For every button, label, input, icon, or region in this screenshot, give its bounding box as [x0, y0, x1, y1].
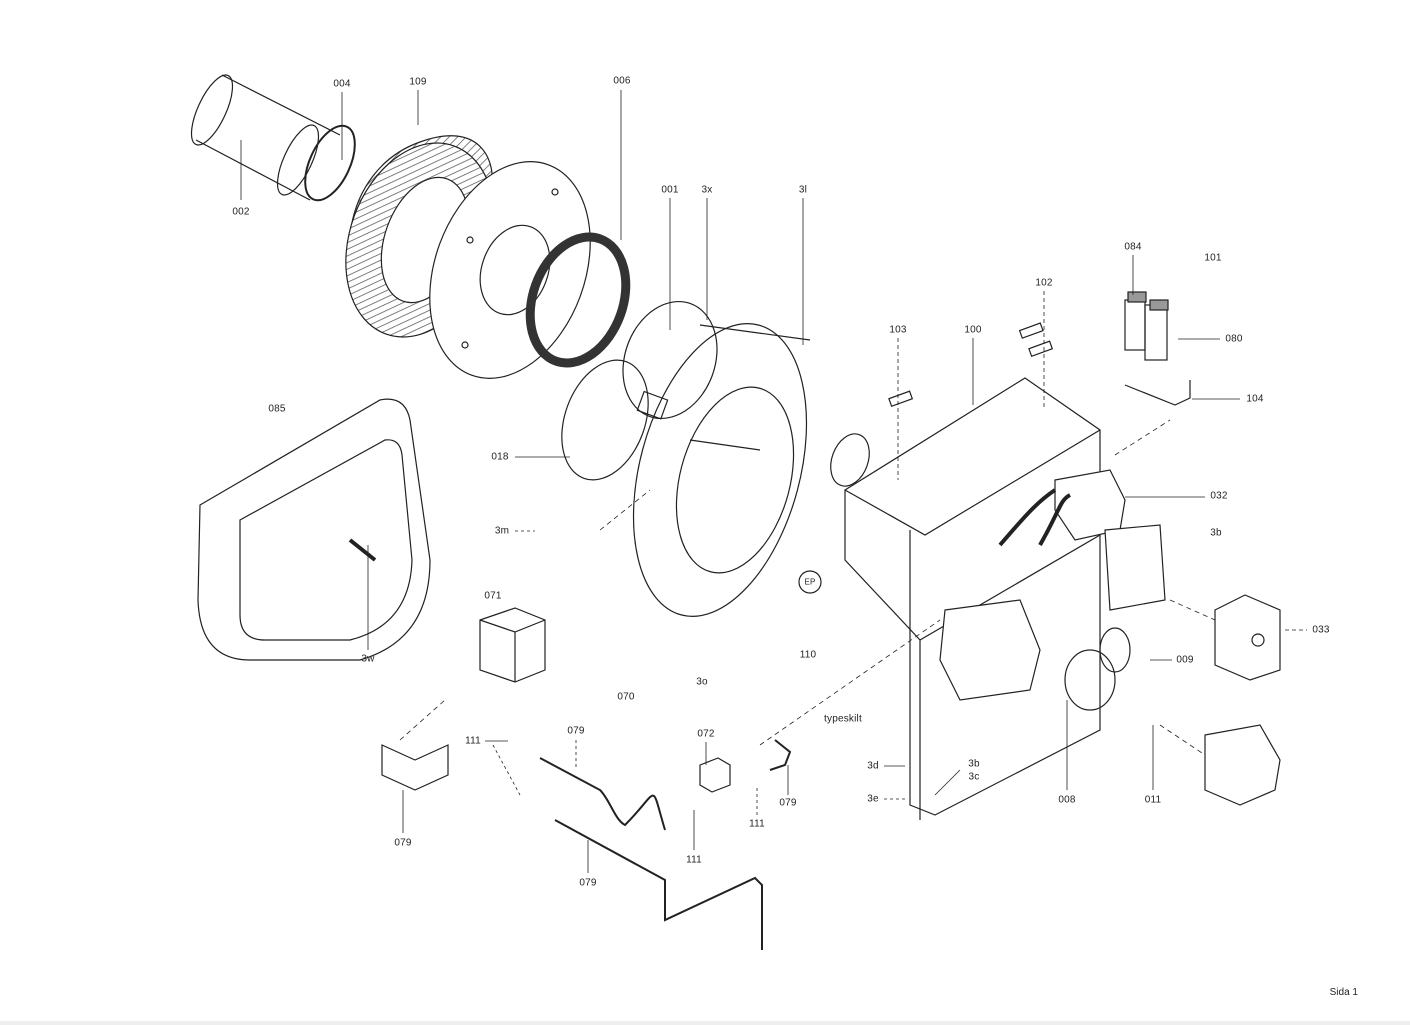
blast-tube-002 [190, 74, 356, 202]
part-label-3e: 3e [867, 793, 879, 805]
part-label-004: 004 [333, 78, 351, 90]
part-label-3o: 3o [696, 676, 708, 688]
part-label-3x: 3x [701, 184, 713, 196]
burner-housing-100 [830, 322, 1101, 820]
part-label-102: 102 [1035, 277, 1053, 289]
part-label-009: 009 [1176, 654, 1194, 666]
page-number: Sida 1 [1329, 987, 1358, 998]
part-label-111-b: 111 [749, 818, 765, 830]
part-label-006: 006 [613, 75, 631, 87]
stamp-text: EP [804, 577, 816, 587]
part-label-3l: 3l [798, 184, 808, 196]
part-label-100: 100 [964, 324, 982, 336]
part-label-111-a: 111 [465, 735, 481, 747]
fan-housing-001 [622, 300, 811, 617]
part-label-110: 110 [799, 649, 817, 661]
cover-085 [197, 398, 431, 661]
part-label-3d: 3d [867, 760, 879, 772]
bottom-edge [0, 1021, 1410, 1025]
part-label-3c: 3c [968, 771, 980, 783]
part-label-3b-top: 3b [1210, 527, 1222, 539]
part-label-104: 104 [1246, 393, 1264, 405]
part-label-085: 085 [268, 403, 286, 415]
part-label-079-a: 079 [567, 725, 585, 737]
solenoid-valve-072 [699, 757, 731, 793]
part-label-002: 002 [232, 206, 250, 218]
flange-plate [429, 161, 591, 379]
typeskilt-label: typeskilt [824, 713, 862, 725]
part-label-079-c: 079 [394, 837, 412, 849]
part-label-079-b: 079 [779, 797, 797, 809]
part-label-032: 032 [1210, 490, 1228, 502]
part-label-018: 018 [491, 451, 509, 463]
gasket-018 [561, 359, 649, 481]
part-label-103: 103 [889, 324, 907, 336]
part-label-3w: 3w [361, 653, 375, 665]
part-label-001: 001 [661, 184, 679, 196]
motor-008 [939, 599, 1131, 711]
part-label-071: 071 [484, 590, 502, 602]
ignition-transformer-032 [998, 469, 1166, 611]
oil-pipes-079 [539, 739, 792, 950]
part-label-008: 008 [1058, 794, 1076, 806]
part-label-072: 072 [697, 728, 715, 740]
part-label-101: 101 [1204, 252, 1222, 264]
part-label-109: 109 [409, 76, 427, 88]
valve-assembly [1204, 724, 1281, 806]
cover-033 [1214, 594, 1281, 681]
cover-033-hole [1251, 633, 1265, 647]
leader-lines [240, 90, 1307, 873]
stamp-110 [798, 570, 822, 594]
part-label-3b-bottom: 3b [968, 758, 980, 770]
part-label-111-c: 111 [686, 854, 702, 866]
relay-071 [479, 607, 546, 683]
part-label-3m: 3m [494, 525, 510, 537]
gasket-006 [525, 232, 631, 368]
part-label-033: 033 [1312, 624, 1330, 636]
part-label-011: 011 [1144, 794, 1162, 806]
part-label-084: 084 [1124, 241, 1142, 253]
part-label-070: 070 [617, 691, 635, 703]
part-label-080: 080 [1225, 333, 1243, 345]
bracket-079 [381, 744, 449, 791]
relay-084-080 [1124, 291, 1191, 406]
part-label-079-d: 079 [579, 877, 597, 889]
